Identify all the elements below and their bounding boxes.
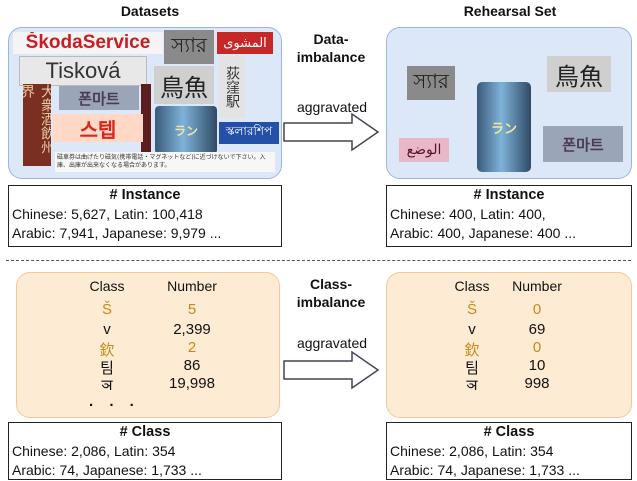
data-imbalance-label-2: imbalance [296, 49, 366, 65]
datasets-class-box: # Class Chinese: 2,086, Latin: 354 Arabi… [8, 422, 282, 480]
number-cell: 2,399 [173, 321, 211, 338]
arrow-bottom [283, 350, 380, 390]
class-cell: Š [466, 301, 477, 318]
table-row: Š 5 [17, 301, 279, 321]
datasets-class-table: Class Number Š 5 v 2,399 欽 2 팀 86 ञ 19,9… [16, 272, 280, 418]
instance-header-right: # Instance [473, 187, 545, 203]
table-row: ञ 998 [387, 375, 631, 395]
rehearsal-japanese-image: 鳥魚 [547, 56, 611, 92]
rehearsal-instance-box: # Instance Chinese: 400, Latin: 400, Ara… [386, 185, 632, 247]
number-cell: 10 [528, 357, 546, 374]
datasets-collage: ŠkodaService স্যার المشوى Tisková 鳥魚 荻窪駅… [8, 27, 282, 179]
section-divider [6, 260, 631, 261]
class-imbalance-label-1: Class- [309, 276, 353, 292]
class-header-right: # Class [483, 424, 535, 440]
arrow-top [283, 112, 380, 152]
number-cell: 998 [524, 375, 550, 392]
instance-header-left: # Instance [109, 187, 181, 203]
number-cell: 69 [528, 321, 546, 338]
number-col-header-left: Number [167, 278, 217, 294]
rehearsal-class-box: # Class Chinese: 2,086, Latin: 354 Arabi… [386, 422, 632, 480]
number-col-header-right: Number [512, 278, 562, 294]
number-cell: 86 [183, 357, 201, 374]
thai-sign-image-1: স্যার [164, 30, 214, 64]
table-row: v 69 [387, 321, 631, 341]
instance-line-1-right: Chinese: 400, Latin: 400, [390, 206, 546, 222]
japanese-vertical-sign-image-2: 大衆酒飲州界 [23, 84, 51, 166]
data-imbalance-label-1: Data- [313, 31, 349, 47]
rehearsal-class-table: Class Number Š 0 v 69 欽 0 팀 10 ञ 998 [386, 272, 632, 418]
korean-sign-image-1: 폰마트 [59, 86, 139, 110]
class-header-left: # Class [119, 424, 171, 440]
red-bar-image [141, 84, 151, 164]
class-imbalance-label-2: imbalance [296, 294, 366, 310]
table-row: v 2,399 [17, 321, 279, 341]
rehearsal-can-image: ラン [477, 82, 531, 172]
class-cell: v [103, 321, 111, 338]
rehearsal-thai-image: স্যার [407, 66, 455, 100]
arabic-sign-image: المشوى [217, 32, 273, 54]
number-cell: 0 [532, 301, 542, 318]
class-cell: 欽 [99, 341, 115, 359]
rehearsal-set-title: Rehearsal Set [463, 3, 557, 19]
class-cell: Š [101, 301, 112, 318]
class-cell: 팀 [100, 359, 114, 377]
class-col-header-left: Class [89, 278, 125, 294]
table-row: 팀 86 [17, 357, 279, 377]
bengali-sign-image: স্কলারশিপ [219, 122, 279, 144]
instance-line-2-left: Arabic: 7,941, Japanese: 9,979 ... [12, 225, 222, 241]
class-cell: 欽 [464, 341, 480, 359]
table-row: 欽 2 [17, 339, 279, 359]
ellipsis: . . . [89, 393, 140, 410]
class-line-2-left: Arabic: 74, Japanese: 1,733 ... [12, 462, 202, 478]
number-cell: 2 [187, 339, 197, 356]
instance-line-2-right: Arabic: 400, Japanese: 400 ... [390, 225, 577, 241]
class-line-1-left: Chinese: 2,086, Latin: 354 [12, 443, 176, 459]
class-cell: v [468, 321, 476, 338]
aggravated-label-top: aggravated [296, 99, 368, 115]
number-cell: 5 [187, 301, 197, 318]
aggravated-label-bottom: aggravated [296, 335, 368, 351]
rehearsal-arabic-image: الوضع [399, 138, 449, 162]
japanese-vertical-sign-image-1: 荻窪駅 [219, 56, 245, 118]
class-line-2-right: Arabic: 74, Japanese: 1,733 ... [390, 462, 580, 478]
japanese-sign-image-1: 鳥魚 [154, 66, 214, 104]
class-line-1-right: Chinese: 2,086, Latin: 354 [390, 443, 554, 459]
class-col-header-right: Class [454, 278, 490, 294]
table-row: Š 0 [387, 301, 631, 321]
instance-line-1-left: Chinese: 5,627, Latin: 100,418 [12, 206, 203, 222]
number-cell: 19,998 [169, 375, 215, 392]
rehearsal-korean-image: 폰마트 [543, 126, 623, 162]
datasets-instance-box: # Instance Chinese: 5,627, Latin: 100,41… [8, 185, 282, 247]
datasets-title: Datasets [120, 3, 180, 19]
table-row: 欽 0 [387, 339, 631, 359]
class-cell: ञ [466, 376, 478, 394]
tiskova-image: Tisková [19, 56, 147, 86]
skoda-image: ŠkodaService [13, 32, 163, 54]
japanese-notice-image: 磁車券は曲げたり磁気(携帯電話・マグネットなど)に近づけないで下さい。入庫、出庫… [55, 152, 275, 172]
rehearsal-collage: স্যার ラン 鳥魚 폰마트 الوضع [386, 27, 632, 179]
number-cell: 0 [532, 339, 542, 356]
class-cell: 팀 [465, 359, 479, 377]
korean-sign-image-2: 스텝 [53, 114, 143, 142]
class-cell: ञ [101, 376, 113, 394]
can-image: ラン [155, 106, 217, 154]
table-row: 팀 10 [387, 357, 631, 377]
table-row: ञ 19,998 [17, 375, 279, 395]
